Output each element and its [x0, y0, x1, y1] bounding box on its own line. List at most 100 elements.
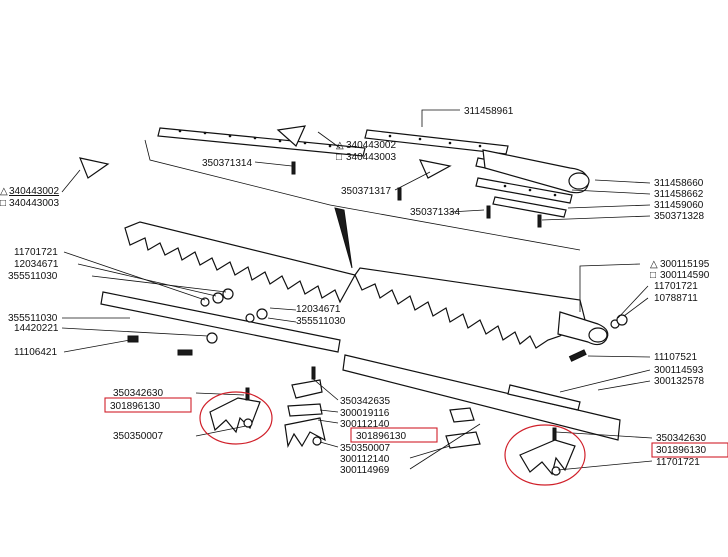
- nut-icon: [616, 314, 628, 326]
- part-labels: 311458961 △ 340443002 □ 340443003 350371…: [0, 106, 710, 476]
- label-11107521: 11107521: [654, 352, 697, 363]
- knife-section-triangle: [276, 125, 306, 147]
- bolt-icon: [568, 349, 587, 362]
- knife-sections-right: [354, 267, 586, 349]
- label-350371334: 350371334: [410, 207, 460, 218]
- label-301896130-left: 301896130: [110, 401, 160, 412]
- group-divider-line: [144, 139, 331, 206]
- label-350342635: 350342635: [340, 396, 390, 407]
- bar-holes: [178, 129, 557, 197]
- washer-icon: [245, 313, 255, 323]
- nut-icon: [206, 332, 218, 344]
- highlight-circle-right: [504, 424, 586, 486]
- nut-icon: [312, 436, 322, 446]
- label-12034671: 12034671: [14, 259, 59, 270]
- square-marker: □: [336, 152, 342, 163]
- knife-section-triangle-3: [79, 157, 110, 179]
- knife-back-bar: [157, 127, 366, 157]
- label-340443002-left: 340443002: [9, 186, 59, 197]
- label-350371328: 350371328: [654, 211, 704, 222]
- bolt-head-icon: [127, 335, 139, 343]
- washer-icon: [200, 297, 210, 307]
- nut-icon: [551, 466, 561, 476]
- label-300114593: 300114593: [654, 365, 704, 376]
- label-301896130-middle: 301896130: [356, 431, 406, 442]
- label-12034671-right: 12034671: [296, 304, 341, 315]
- label-350342630: 350342630: [113, 388, 163, 399]
- nut-icon: [222, 288, 234, 300]
- label-300112140-lower: 300112140: [340, 454, 390, 465]
- connector-arrow: [334, 207, 353, 269]
- label-355511030-right: 355511030: [296, 316, 346, 327]
- nut-icon: [243, 418, 253, 428]
- label-301896130-right: 301896130: [656, 445, 706, 456]
- highlight-circle-left: [199, 391, 273, 445]
- reinforcing-bar: [475, 177, 573, 204]
- square-marker: □: [650, 270, 656, 281]
- label-340443003: 340443003: [346, 152, 396, 163]
- label-300019116: 300019116: [340, 408, 390, 419]
- label-350371317: 350371317: [341, 186, 391, 197]
- guard-clip: [449, 407, 475, 423]
- label-311458660: 311458660: [654, 178, 704, 189]
- label-300114969: 300114969: [340, 465, 390, 476]
- guard-plate-top: [291, 379, 323, 399]
- knife-section-triangle-2: [418, 159, 452, 179]
- nut-icon: [256, 308, 268, 320]
- guard-middle: [284, 417, 326, 448]
- label-14420221: 14420221: [14, 323, 59, 334]
- label-300132578: 300132578: [654, 376, 704, 387]
- bolt-icon: [311, 366, 316, 380]
- label-311458961: 311458961: [464, 106, 514, 117]
- triangle-marker: △: [0, 186, 8, 197]
- label-340443002: 340443002: [346, 140, 396, 151]
- label-350342530: 350342630: [656, 433, 706, 444]
- square-marker: □: [0, 198, 6, 209]
- guard-assemblies: [209, 366, 576, 476]
- label-11106421: 11106421: [14, 347, 57, 358]
- wear-strip: [492, 196, 567, 218]
- knife-sections-left: [124, 221, 356, 304]
- guard-clip-2: [445, 431, 481, 449]
- highlight-box-middle: [350, 427, 438, 443]
- label-355511030: 355511030: [8, 271, 58, 282]
- bolt-icon: [552, 427, 557, 441]
- label-355511030-left: 355511030: [8, 313, 58, 324]
- triangle-marker: △: [336, 140, 344, 151]
- upper-assembly: [79, 125, 590, 269]
- leader-lines: [61, 109, 653, 471]
- knife-back-bar-right: [364, 129, 509, 155]
- label-350350007: 350350007: [113, 431, 163, 442]
- label-11701721: 11701721: [14, 247, 58, 258]
- label-10788711: 10788711: [654, 293, 698, 304]
- finger-bar-left: [100, 291, 341, 353]
- knife-head-eye-main: [588, 327, 608, 343]
- bolt-icon: [486, 205, 491, 219]
- bolt-icon: [537, 214, 542, 228]
- knife-assembly: [100, 221, 628, 441]
- triangle-marker: △: [650, 259, 658, 270]
- label-311458662: 311458662: [654, 189, 704, 200]
- label-340443003-left: 340443003: [9, 198, 59, 209]
- bolt-icon: [291, 161, 296, 175]
- guard-left: [209, 397, 261, 434]
- highlight-box-left: [104, 397, 192, 413]
- bolt-icon: [397, 187, 402, 201]
- highlights: [104, 391, 728, 486]
- nut-icon: [212, 292, 224, 304]
- finger-bar-strip: [507, 384, 581, 411]
- label-350371314: 350371314: [202, 158, 252, 169]
- label-311459060: 311459060: [654, 200, 704, 211]
- knife-head-eye: [568, 172, 590, 190]
- label-11701721-bottom: 11701721: [656, 457, 700, 468]
- guard-right: [519, 439, 576, 476]
- guard-plate: [287, 403, 323, 417]
- highlight-box-right: [651, 442, 728, 458]
- bolt-icon: [177, 349, 193, 356]
- label-11701721-right: 11701721: [654, 281, 698, 292]
- label-300112140: 300112140: [340, 419, 390, 430]
- group-divider-line-right: [329, 204, 581, 251]
- label-300114590: 300114590: [660, 270, 710, 281]
- label-300115195: 300115195: [660, 259, 710, 270]
